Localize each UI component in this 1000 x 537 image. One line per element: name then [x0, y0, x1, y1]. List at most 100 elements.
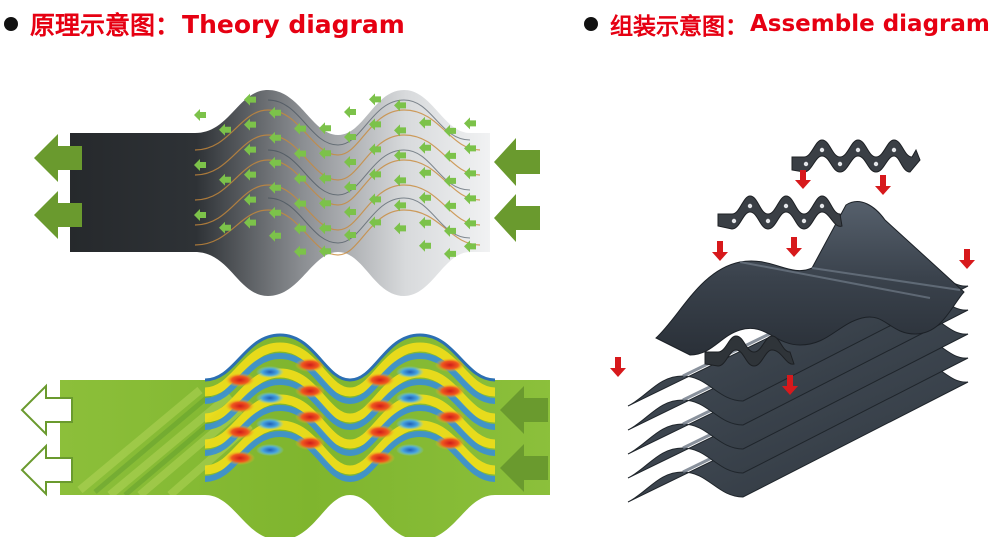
arrow-left-icon [464, 217, 476, 230]
theory-diagram-heading: 原理示意图： Theory diagram [4, 6, 405, 42]
arrow-left-icon [444, 247, 456, 260]
bracket-middle [717, 195, 843, 230]
arrow-down-icon [875, 175, 891, 195]
bullet-dot-icon [4, 17, 18, 31]
arrow-left-icon [419, 116, 431, 129]
droplet-arrows [194, 93, 476, 260]
arrow-left-icon [294, 222, 306, 235]
arrow-left-icon [369, 216, 381, 229]
arrow-left-icon [244, 93, 256, 106]
arrow-left-icon [394, 174, 406, 187]
theory-panel [70, 90, 490, 296]
arrow-left-icon [294, 172, 306, 185]
arrow-left-icon [269, 156, 281, 169]
arrow-left-icon [494, 194, 540, 242]
arrow-left-icon [219, 221, 231, 234]
arrow-left-icon [20, 443, 73, 497]
arrow-left-icon [294, 197, 306, 210]
theory-heading-cn: 原理示意图： [30, 11, 181, 40]
arrow-left-icon [269, 206, 281, 219]
arrow-left-icon [394, 149, 406, 162]
arrow-left-icon [344, 229, 356, 242]
arrow-down-icon [959, 249, 975, 269]
arrow-left-icon [464, 192, 476, 205]
assemble-diagram-heading: 组装示意图： Assemble diagram [584, 6, 990, 42]
bracket-lower [704, 335, 795, 367]
arrow-left-icon [419, 141, 431, 154]
arrow-left-icon [419, 239, 431, 252]
arrow-left-icon [319, 172, 331, 185]
arrow-left-icon [194, 109, 206, 121]
arrow-left-icon [244, 193, 256, 206]
arrow-left-icon [369, 93, 381, 106]
arrow-left-icon [344, 206, 356, 219]
arrow-left-icon [244, 168, 256, 181]
arrow-left-icon [344, 181, 356, 194]
arrow-left-icon [394, 99, 406, 112]
arrow-left-icon [394, 222, 406, 235]
arrow-down-icon [795, 170, 811, 189]
arrow-left-icon [369, 193, 381, 206]
arrow-left-icon [219, 173, 231, 186]
arrow-down-icon [712, 241, 728, 261]
assemble-heading-cn: 组装示意图： [610, 14, 748, 40]
arrow-left-icon [494, 138, 540, 186]
arrow-left-icon [444, 124, 456, 137]
arrow-left-icon [444, 199, 456, 212]
cfd-arrows [500, 386, 548, 492]
arrow-left-icon [464, 167, 476, 180]
cfd-outlet-arrows [20, 383, 73, 497]
arrow-left-icon [34, 191, 82, 239]
arrow-left-icon [500, 386, 548, 434]
arrow-left-icon [464, 240, 476, 253]
arrow-down-icon [786, 237, 802, 257]
arrow-left-icon [444, 149, 456, 162]
arrow-left-icon [20, 383, 73, 437]
arrow-left-icon [269, 131, 281, 144]
arrow-left-icon [219, 123, 231, 136]
arrow-left-icon [194, 159, 206, 171]
arrow-left-icon [444, 224, 456, 237]
assemble-heading-en: Assemble diagram [750, 11, 990, 37]
arrow-left-icon [500, 444, 548, 492]
arrow-left-icon [269, 106, 281, 119]
arrow-left-icon [419, 191, 431, 204]
arrow-left-icon [394, 124, 406, 137]
assembly-panel [610, 139, 975, 503]
bracket-top [791, 139, 921, 173]
arrow-left-icon [444, 174, 456, 187]
arrow-left-icon [194, 209, 206, 221]
arrow-left-icon [319, 147, 331, 160]
theory-heading-en: Theory diagram [182, 9, 405, 39]
arrow-left-icon [319, 122, 331, 135]
arrow-left-icon [319, 245, 331, 258]
arrow-left-icon [269, 229, 281, 242]
assembly-arrows [610, 170, 975, 395]
arrow-left-icon [419, 166, 431, 179]
arrow-left-icon [294, 245, 306, 258]
bullet-dot-icon [584, 17, 598, 31]
arrow-left-icon [319, 197, 331, 210]
arrow-left-icon [464, 142, 476, 155]
arrow-left-icon [244, 118, 256, 131]
arrow-left-icon [464, 117, 476, 130]
arrow-left-icon [344, 131, 356, 144]
arrow-left-icon [419, 216, 431, 229]
arrow-left-icon [344, 106, 356, 119]
arrow-left-icon [394, 199, 406, 212]
arrow-left-icon [319, 222, 331, 235]
arrow-left-icon [369, 168, 381, 181]
arrow-left-icon [269, 181, 281, 194]
arrow-left-icon [294, 122, 306, 135]
arrow-left-icon [369, 118, 381, 131]
arrow-down-icon [782, 375, 798, 395]
arrow-left-icon [344, 156, 356, 169]
arrow-down-icon [610, 357, 626, 377]
arrow-left-icon [369, 143, 381, 156]
blade-sheet-top [655, 201, 965, 356]
theory-arrows [34, 134, 540, 242]
cfd-panel [60, 333, 550, 537]
arrow-left-icon [34, 134, 82, 182]
